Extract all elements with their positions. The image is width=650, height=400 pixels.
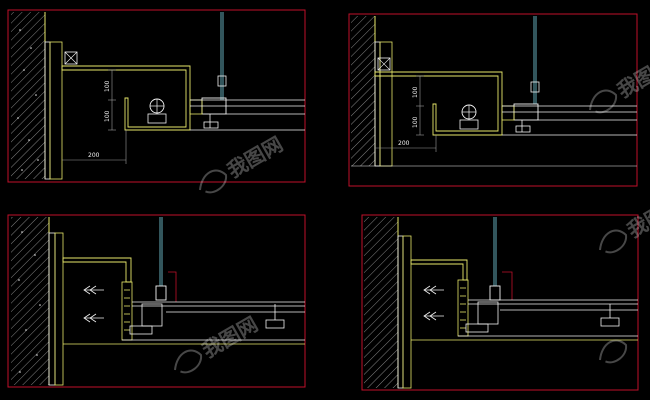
panel-a-frame <box>7 9 306 183</box>
panel-b-frame <box>348 13 638 187</box>
panel-d-hanger-2 <box>600 304 620 327</box>
panel-a-dimensions <box>62 69 127 164</box>
panel-c-ceiling-grid <box>63 301 305 345</box>
panel-d-ceiling-grid <box>411 299 638 341</box>
watermark-text-1: 我图网 <box>223 132 287 183</box>
panel-a-light-fixture <box>147 98 167 124</box>
panel-b-dim-vertical-1: 100 <box>412 86 419 98</box>
panel-a-dim-horizontal: 200 <box>88 152 100 159</box>
panel-c-hanger-2 <box>265 304 285 329</box>
watermark-logo-4: 我图网 <box>599 192 650 254</box>
panel-d-soffit-outline <box>410 259 468 281</box>
panel-a-hanger <box>189 12 227 129</box>
panel-c-vent-grille <box>121 281 133 341</box>
panel-c-hanger <box>129 217 177 335</box>
panel-d-vent-grille <box>457 279 469 337</box>
panel-d-hanger <box>465 217 513 333</box>
panel-d-wall <box>364 217 412 389</box>
panel-a-soffit-outline <box>61 65 191 131</box>
panel-b-dimensions <box>375 75 437 152</box>
panel-b-hanger <box>501 16 540 133</box>
panel-c-airflow-arrows <box>83 285 104 323</box>
panel-b: 100 100 200 <box>348 13 638 187</box>
watermark-text-4: 我图网 <box>623 192 650 243</box>
panel-c <box>7 214 306 388</box>
panel-d-frame <box>361 214 639 391</box>
panel-b-soffit-outline <box>374 71 503 136</box>
panel-a-dim-vertical-1: 100 <box>104 80 111 92</box>
watermark-logo-5 <box>599 339 627 364</box>
panel-a-dim-vertical-2: 100 <box>104 110 111 122</box>
panel-b-ceiling-grid <box>502 105 637 136</box>
watermark-logo-3: 我图网 <box>174 312 262 374</box>
watermark-text-2: 我图网 <box>613 52 650 103</box>
panel-b-wall <box>351 16 637 167</box>
panel-b-dim-horizontal: 200 <box>398 140 410 147</box>
watermark-text-3: 我图网 <box>198 312 262 363</box>
watermark-logo-1: 我图网 <box>199 132 287 194</box>
panel-a-ceiling-grid <box>190 99 305 131</box>
panel-a: 100 100 200 <box>7 9 306 183</box>
panel-d <box>361 214 639 391</box>
panel-c-soffit-outline <box>62 257 132 283</box>
watermark-group: 我图网 我图网 我图网 我图网 <box>174 52 650 374</box>
panel-a-anchor-box <box>64 51 78 65</box>
watermark-logo-2: 我图网 <box>589 52 650 114</box>
panel-b-light-fixture <box>459 104 479 130</box>
panel-c-frame <box>7 214 306 388</box>
panel-a-wall <box>11 12 63 180</box>
panel-d-airflow-arrows <box>423 285 444 321</box>
panel-c-wall <box>11 217 64 386</box>
panel-b-anchor-box <box>377 57 391 71</box>
panel-b-dim-vertical-2: 100 <box>412 116 419 128</box>
